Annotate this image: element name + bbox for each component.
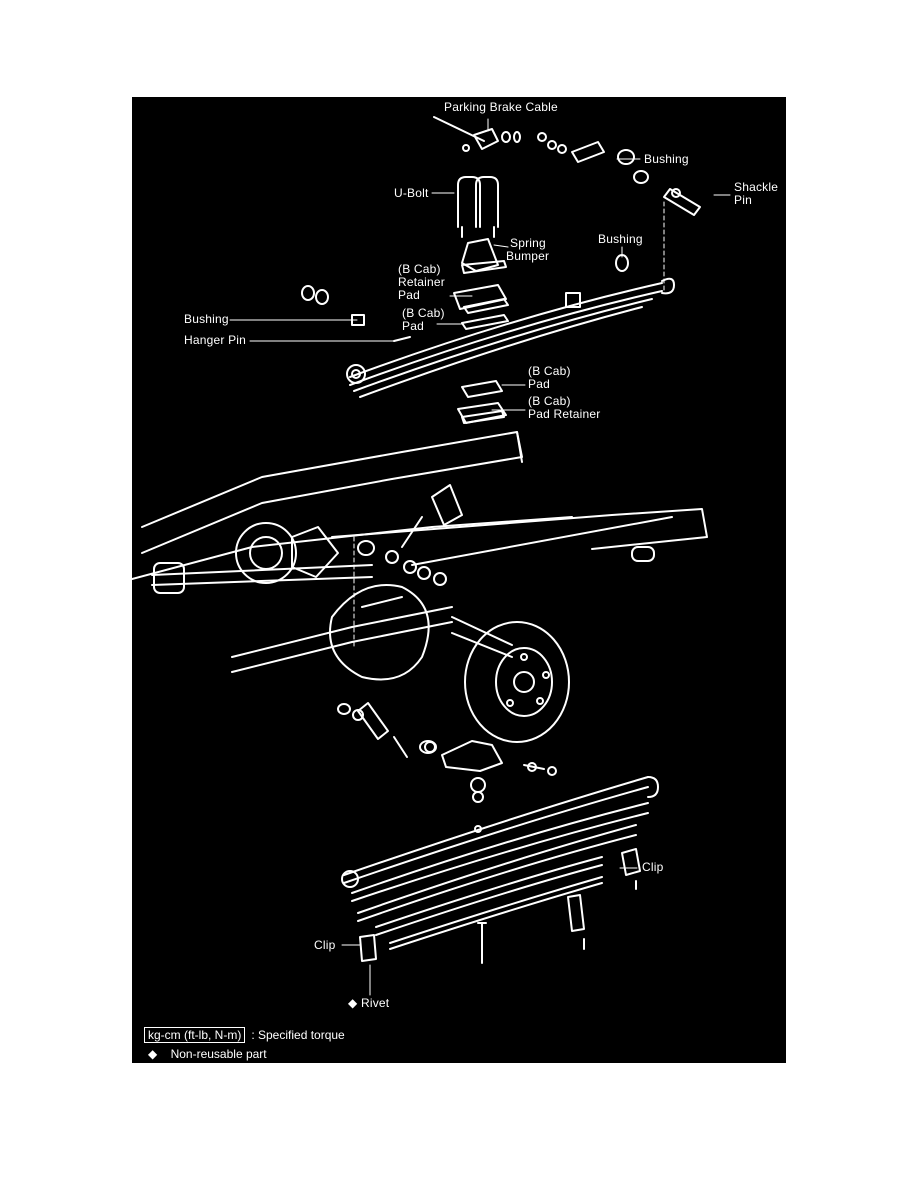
- label-u-bolt: U-Bolt: [394, 186, 429, 200]
- label-clip-left: Clip: [314, 938, 336, 952]
- bushing-mid-parts: [301, 254, 629, 342]
- nonreusable-diamond-icon: ◆: [148, 1047, 158, 1061]
- u-bolt: [457, 176, 499, 238]
- lower-leaf-spring-stack: [341, 776, 659, 950]
- vehicle-frame: [132, 431, 708, 580]
- label-shackle-pin: Shackle Pin: [734, 180, 779, 207]
- label-b-cab-retainer-pad: (B Cab) Retainer Pad: [398, 262, 445, 302]
- label-parking-brake-cable: Parking Brake Cable: [444, 100, 558, 114]
- torque-units-box: kg-cm (ft-lb, N-m): [144, 1027, 246, 1043]
- torque-description: : Specified torque: [251, 1028, 345, 1042]
- label-clip-right: Clip: [642, 860, 664, 874]
- parking-brake-cable-parts: [433, 116, 521, 152]
- nuts-washers: [337, 540, 557, 833]
- b-cab-lower-pads: [457, 380, 507, 424]
- legend-torque: kg-cm (ft-lb, N-m) : Specified torque: [144, 1027, 345, 1043]
- left-spring-axle: [151, 522, 373, 594]
- spring-bumper: [461, 238, 507, 274]
- label-bushing-top: Bushing: [644, 152, 689, 166]
- label-bushing-mid: Bushing: [598, 232, 643, 246]
- shackle-assembly: [537, 132, 701, 216]
- label-hanger-pin: Hanger Pin: [184, 333, 247, 347]
- leader-lines: [229, 118, 731, 996]
- nonreusable-diamond-icon: ◆: [348, 996, 358, 1010]
- rear-suspension-exploded-view: [132, 116, 731, 996]
- b-cab-upper-pads: [453, 284, 509, 330]
- right-brake-drum: [464, 621, 570, 743]
- label-b-cab-pad-upper: (B Cab) Pad: [402, 306, 445, 333]
- legend-nonreusable: ◆ Non-reusable part: [148, 1047, 267, 1061]
- rear-axle-differential: [231, 584, 513, 681]
- label-spring-bumper: Spring Bumper: [506, 236, 550, 263]
- clips-rivets: [359, 848, 641, 964]
- upper-leaf-spring: [346, 277, 675, 398]
- label-rivet: ◆ Rivet: [348, 996, 390, 1010]
- label-b-cab-pad-lower: (B Cab) Pad: [528, 364, 571, 391]
- label-b-cab-pad-retainer: (B Cab) Pad Retainer: [528, 394, 601, 421]
- label-bushing-left: Bushing: [184, 312, 229, 326]
- exploded-diagram-panel: Parking Brake Cable Bushing U-Bolt Shack…: [132, 97, 786, 1063]
- nonreusable-description: Non-reusable part: [170, 1047, 267, 1061]
